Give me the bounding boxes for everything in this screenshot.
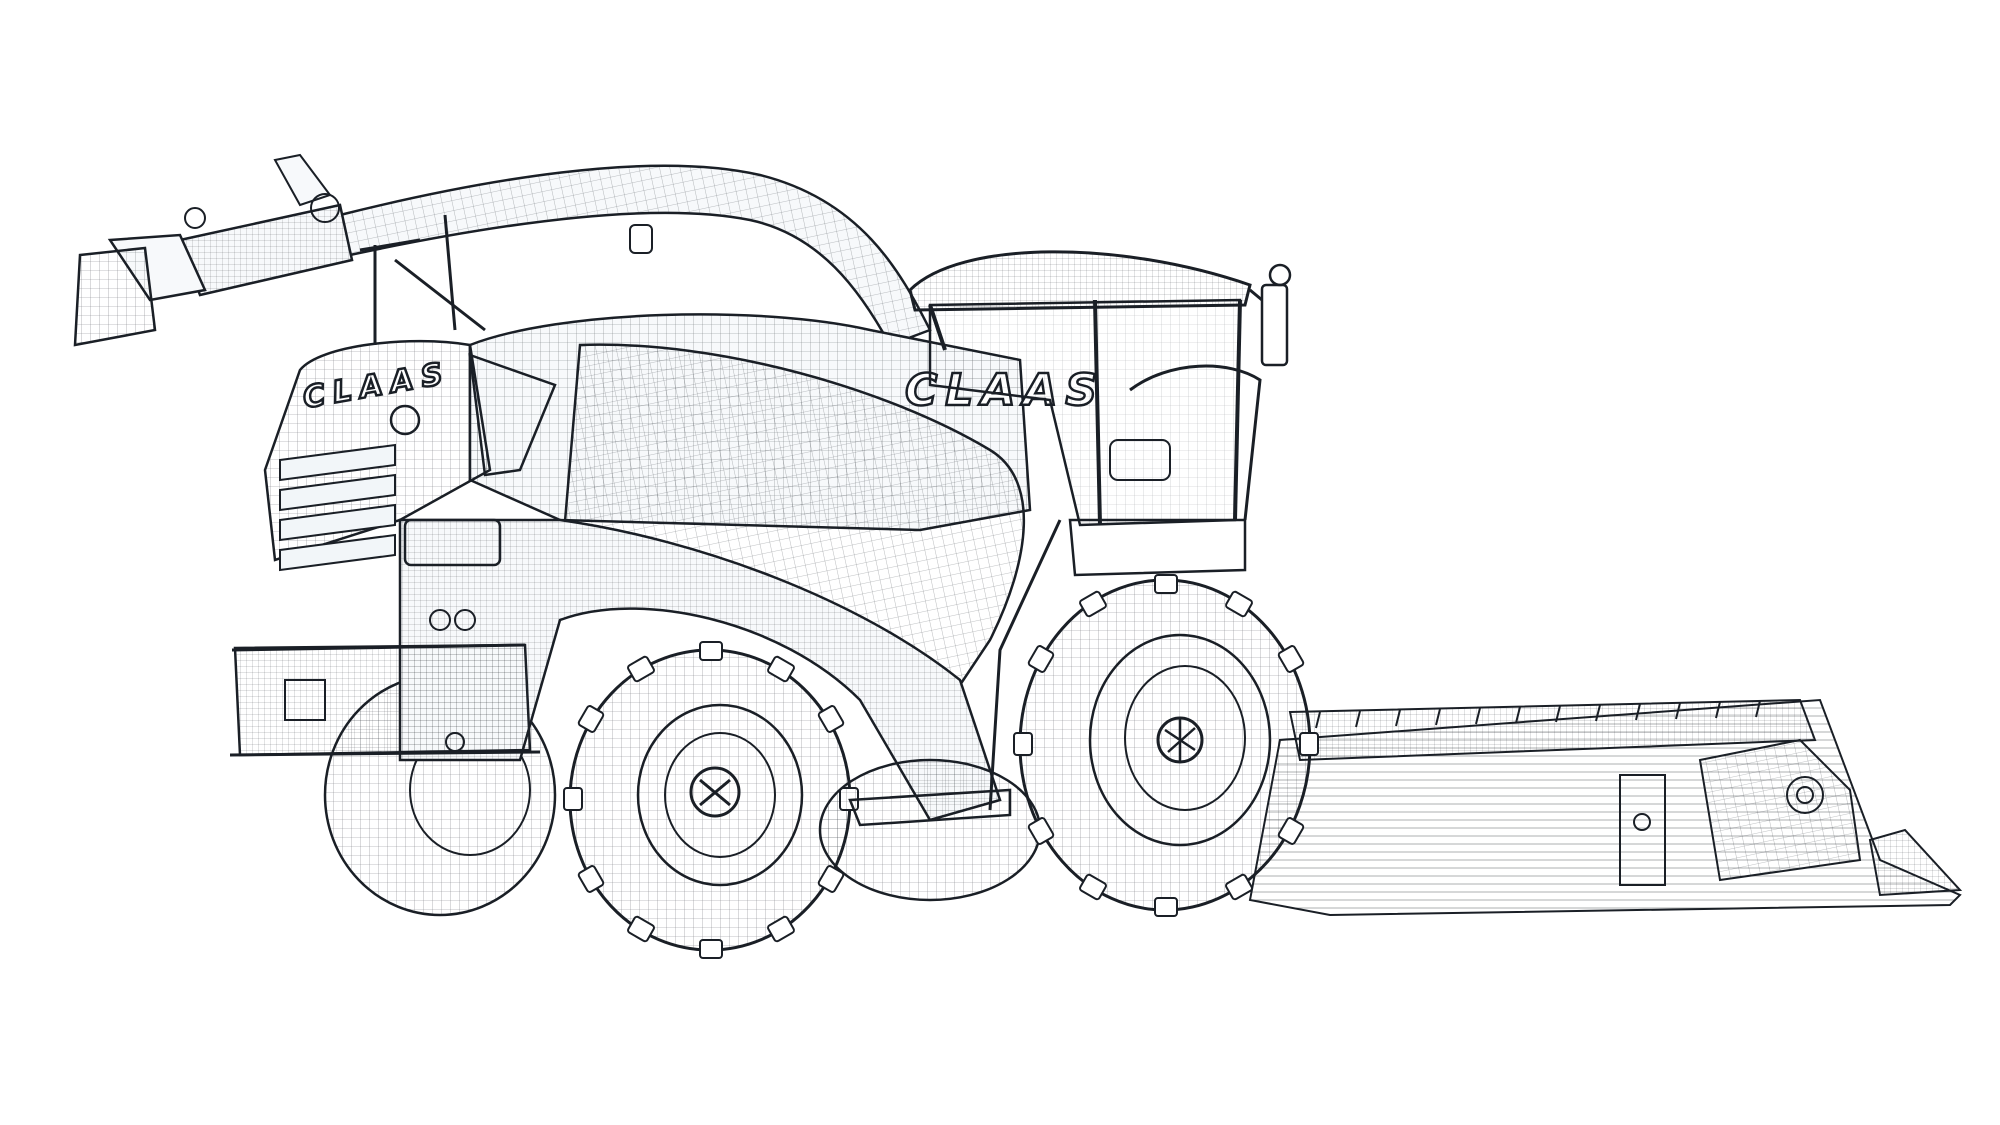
rear-wheel-near [563,641,859,959]
front-rim [1088,633,1272,847]
discharge-spout [73,153,932,347]
operator-seat [1109,439,1171,481]
front-wheel-far [818,758,1042,902]
header-tines [1315,700,1761,729]
front-tire-lugs [1013,574,1319,917]
rear-hub [689,766,741,818]
rear-light [403,518,502,567]
rear-grille [279,443,396,572]
operator-cab [908,250,1292,811]
spout-struts [359,214,486,345]
chassis-frame [848,788,1012,827]
side-mirror [1260,283,1289,367]
rear-rim [636,703,804,887]
rear-tire-lugs [563,641,859,959]
front-wheel-near [1013,574,1319,917]
main-body [229,313,1032,822]
header-attachment [1248,698,1963,917]
